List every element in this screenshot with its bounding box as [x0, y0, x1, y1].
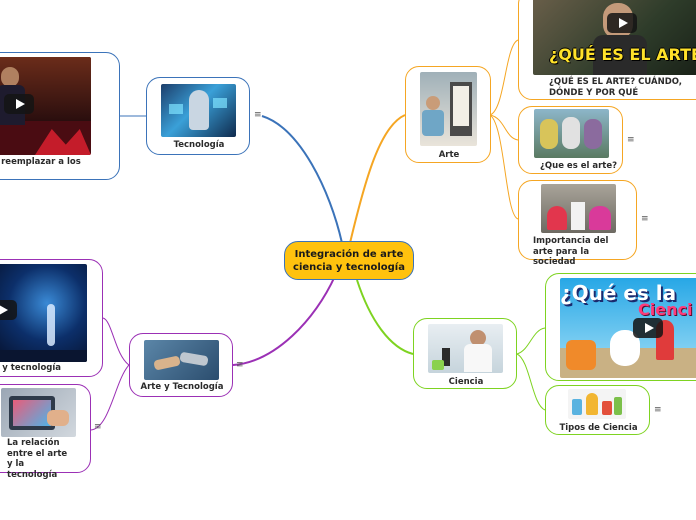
importancia-label: Importancia del arte para la sociedad: [533, 236, 629, 268]
importancia-image: [541, 184, 616, 233]
arte-tecnologia-video-label: …te y tecnología: [0, 363, 99, 374]
que-es-arte-image: [534, 109, 609, 158]
ciencia-label: Ciencia: [414, 377, 518, 388]
note-icon[interactable]: ≡: [236, 361, 244, 370]
topic-tipos-ciencia[interactable]: Tipos de Ciencia: [545, 385, 650, 435]
tipos-ciencia-label: Tipos de Ciencia: [546, 423, 651, 434]
topic-que-es-arte-video[interactable]: ¿QUÉ ES EL ARTE? ¿QUÉ ES EL ARTE? CUÁNDO…: [518, 0, 696, 100]
tecnologia-image: [161, 84, 236, 137]
que-es-arte-label: ¿Que es el arte?: [540, 161, 624, 172]
central-topic[interactable]: Integración de arte ciencia y tecnología: [284, 241, 414, 280]
topic-que-es-ciencia-video[interactable]: ¿Qué es la Cienci: [545, 273, 696, 381]
central-topic-label: Integración de arte ciencia y tecnología: [293, 248, 405, 274]
topic-arte-tecnologia-video[interactable]: …te y tecnología: [0, 259, 103, 377]
relacion-label: La relación entre el arte y la tecnologí…: [7, 438, 71, 480]
arte-image: [420, 72, 477, 146]
topic-arte[interactable]: Arte: [405, 66, 491, 163]
arte-label: Arte: [406, 150, 492, 161]
note-icon[interactable]: ≡: [627, 136, 635, 145]
play-icon[interactable]: [0, 300, 17, 320]
tecnologia-label: Tecnología: [147, 140, 251, 151]
play-icon[interactable]: [4, 94, 34, 114]
play-icon[interactable]: [607, 13, 637, 33]
ciencia-image: [428, 324, 503, 373]
note-icon[interactable]: ≡: [254, 111, 262, 120]
topic-importancia-arte[interactable]: Importancia del arte para la sociedad: [518, 180, 637, 260]
play-icon[interactable]: [633, 318, 663, 338]
relacion-image: [1, 388, 76, 437]
tecnologia-video-label: …ía reemplazar a los: [0, 157, 111, 168]
arte-tecnologia-image: [144, 340, 219, 380]
que-es-arte-overlay: ¿QUÉ ES EL ARTE?: [549, 45, 696, 64]
arte-tecnologia-label: Arte y Tecnología: [130, 382, 234, 393]
topic-arte-tecnologia[interactable]: Arte y Tecnología: [129, 333, 233, 397]
note-icon[interactable]: ≡: [654, 406, 662, 415]
note-icon[interactable]: ≡: [641, 215, 649, 224]
note-icon[interactable]: ≡: [94, 423, 102, 432]
topic-ciencia[interactable]: Ciencia: [413, 318, 517, 389]
topic-tecnologia[interactable]: Tecnología: [146, 77, 250, 155]
tipos-ciencia-image: [568, 389, 626, 419]
topic-tecnologia-video[interactable]: …ía reemplazar a los: [0, 52, 120, 180]
topic-que-es-arte[interactable]: ¿Que es el arte?: [518, 106, 623, 174]
que-es-ciencia-overlay-2: Cienci: [638, 300, 692, 319]
que-es-arte-video-label: ¿QUÉ ES EL ARTE? CUÁNDO, DÓNDE Y POR QUÉ: [549, 77, 696, 98]
topic-relacion-arte-tecnologia[interactable]: La relación entre el arte y la tecnologí…: [0, 384, 91, 473]
